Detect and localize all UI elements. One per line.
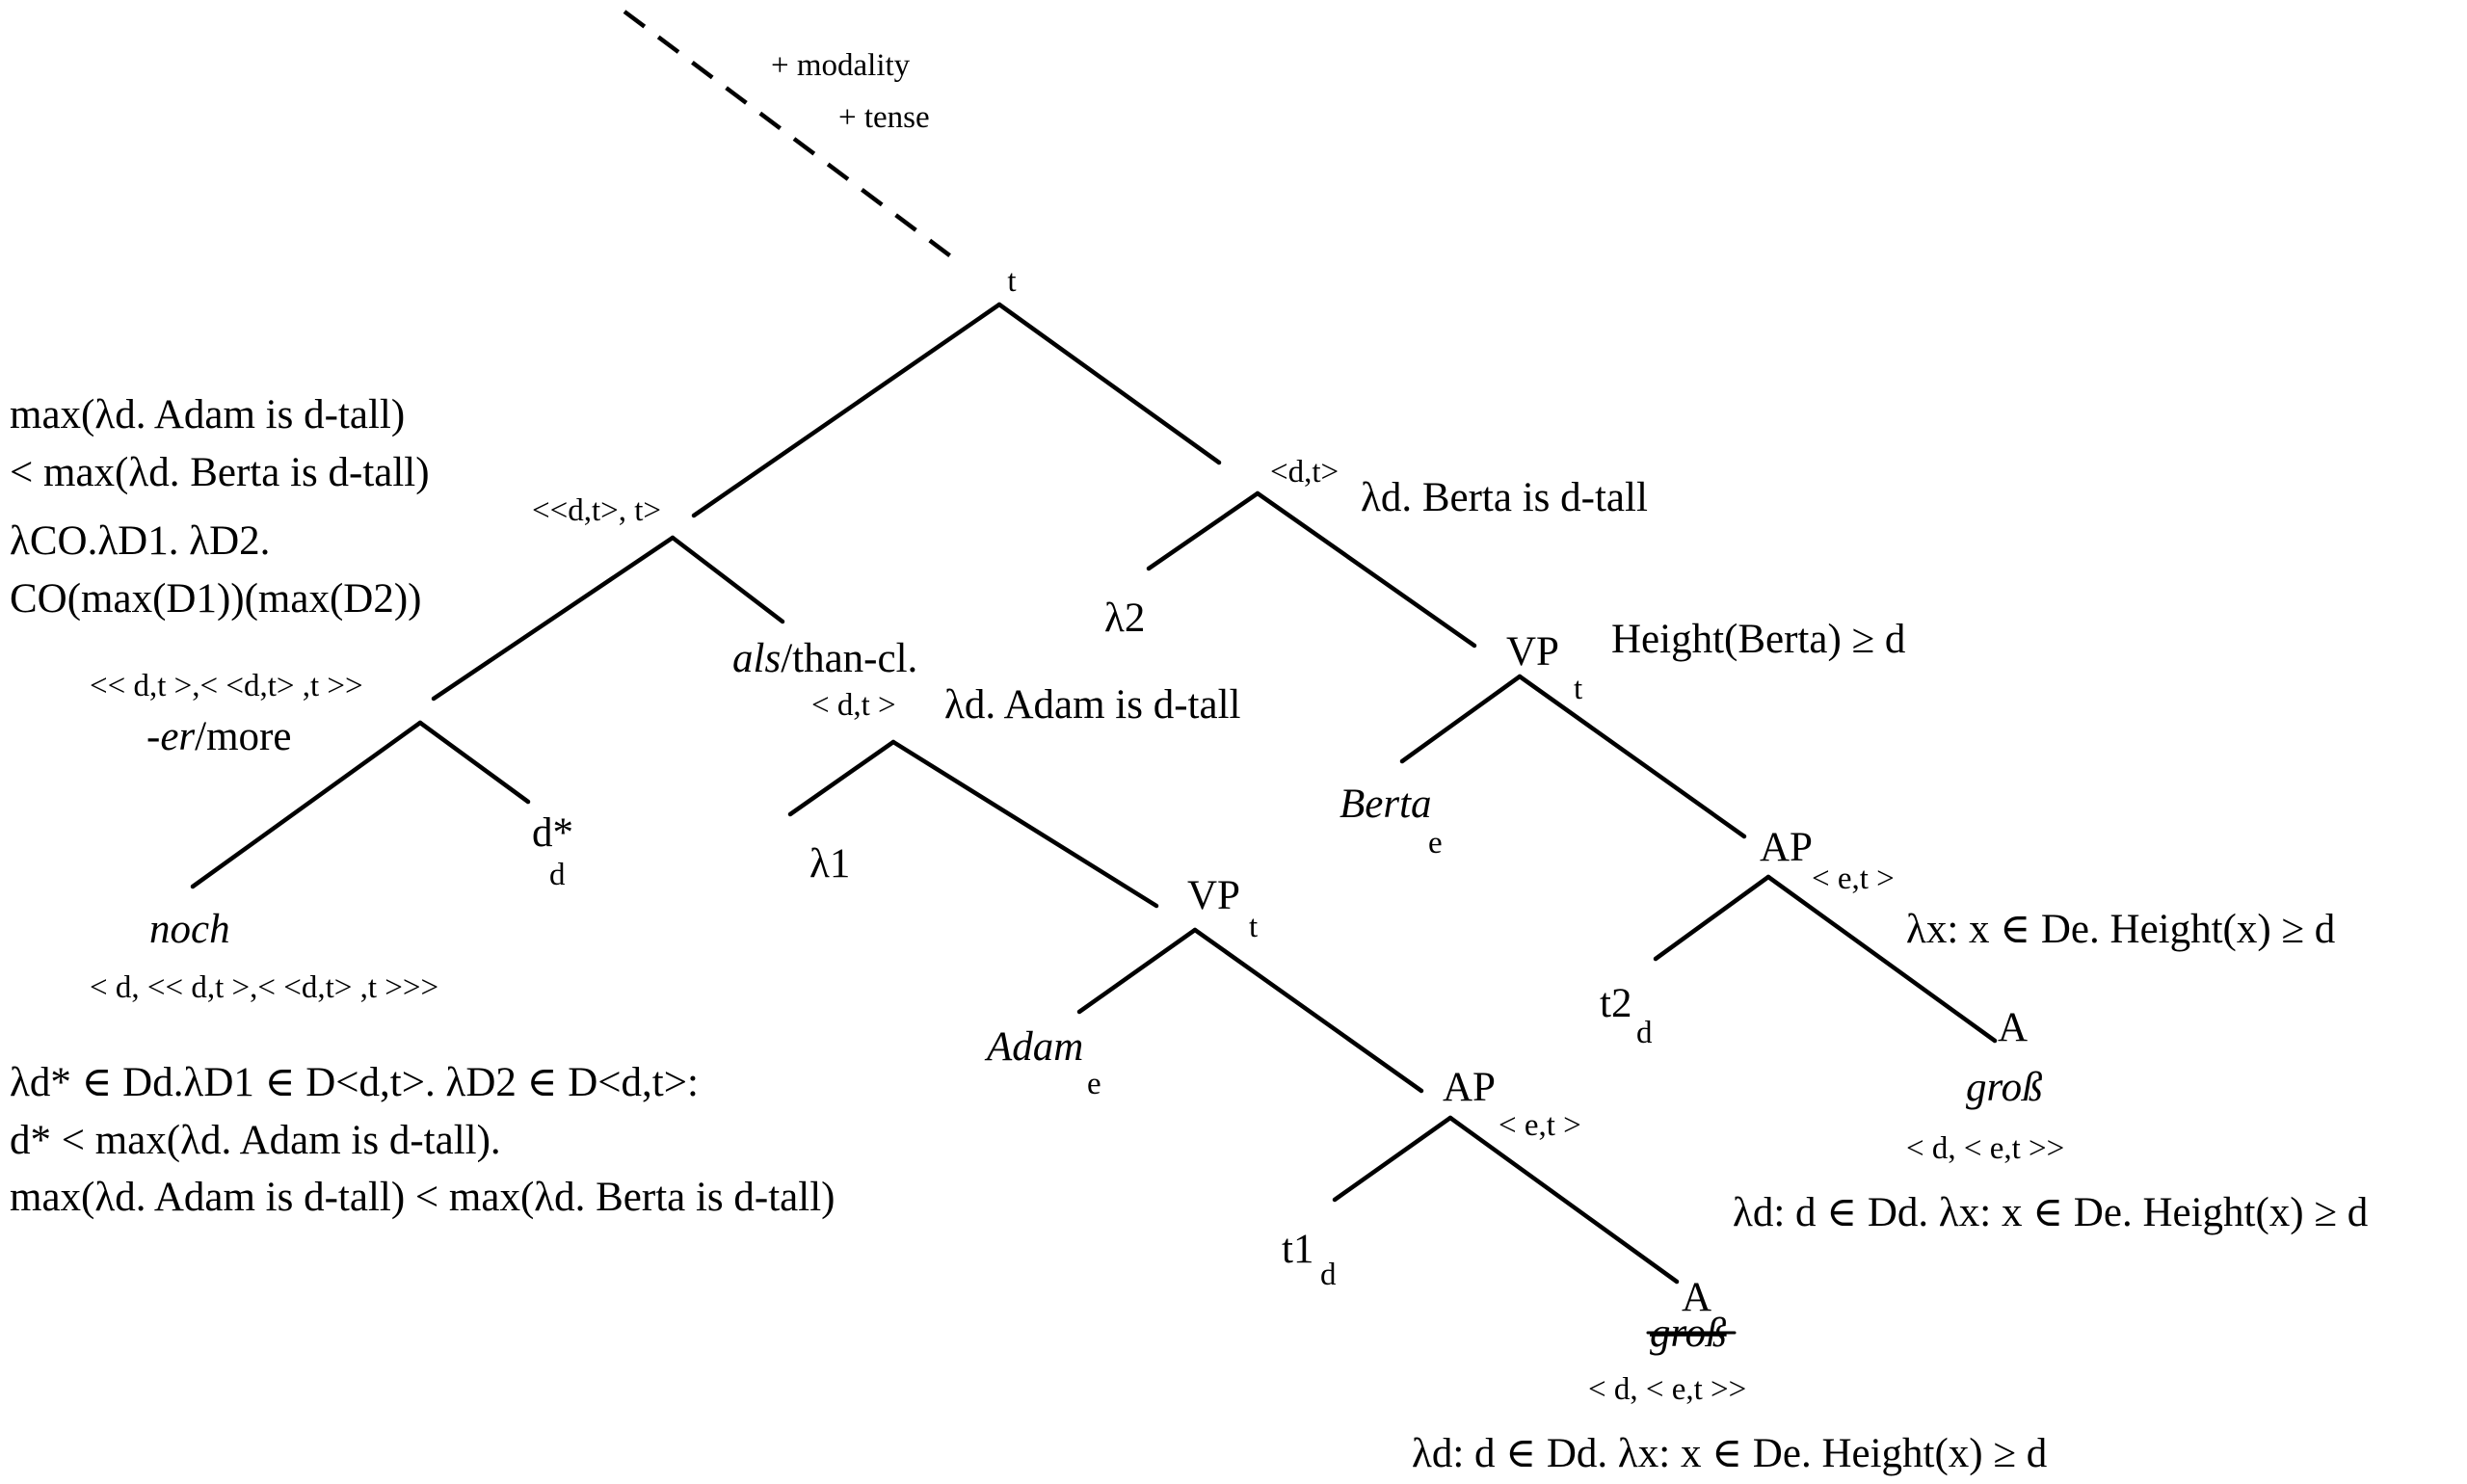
t2-subscript: d bbox=[1636, 1016, 1653, 1050]
right-type-label: <d,t> bbox=[1270, 455, 1339, 490]
edge-dashed-above-root bbox=[623, 10, 966, 268]
comparative-label: -er/more bbox=[146, 714, 291, 759]
than-clause-meaning: λd. Adam is d-tall bbox=[944, 682, 1241, 728]
edge-ap-berta-a bbox=[1765, 874, 1998, 1044]
noch-type-label: < d, << d,t >,< <d,t> ,t >>> bbox=[90, 970, 438, 1005]
ap-adam-type-label: < e,t > bbox=[1499, 1108, 1581, 1143]
left-type-label: <<d,t>, t> bbox=[532, 493, 661, 528]
note-tense: + tense bbox=[838, 100, 930, 135]
edge-than-vp-adam bbox=[890, 739, 1159, 909]
left-meaning-line1: max(λd. Adam is d-tall) bbox=[10, 392, 405, 437]
t1-subscript: d bbox=[1320, 1258, 1337, 1292]
root-type-label: t bbox=[1007, 264, 1016, 299]
than-clause-label-italic: als bbox=[732, 636, 781, 681]
t1-label: t1 bbox=[1282, 1227, 1313, 1272]
vp-adam-subscript: t bbox=[1249, 910, 1258, 944]
ap-adam-label: AP bbox=[1443, 1065, 1496, 1110]
ap-berta-label: AP bbox=[1760, 825, 1813, 870]
noch-label: noch bbox=[149, 907, 230, 952]
than-clause-label: als/than-cl. bbox=[732, 636, 917, 681]
t2-label: t2 bbox=[1600, 981, 1631, 1026]
a-berta-word: groß bbox=[1966, 1065, 2043, 1110]
lambda2-label: λ2 bbox=[1104, 596, 1145, 641]
noch-meaning-line2: d* < max(λd. Adam is d-tall). bbox=[10, 1118, 501, 1163]
a-adam-meaning: λd: d ∈ Dd. λx: x ∈ De. Height(x) ≥ d bbox=[1412, 1431, 2047, 1476]
adam-label: Adam bbox=[984, 1024, 1083, 1070]
vp-berta-label: VP bbox=[1506, 629, 1559, 675]
berta-label: Berta bbox=[1340, 782, 1432, 827]
edge-ap-berta-t2 bbox=[1653, 874, 1771, 962]
edge-comparative-dstar bbox=[417, 720, 531, 805]
edge-vp-berta-berta bbox=[1399, 674, 1523, 764]
comparative-type-label: << d,t >,< <d,t> ,t >> bbox=[90, 669, 363, 703]
a-berta-label: A bbox=[1998, 1005, 2028, 1050]
right-meaning: λd. Berta is d-tall bbox=[1361, 475, 1648, 520]
edge-root-right bbox=[996, 302, 1222, 465]
than-clause-type-label: < d,t > bbox=[811, 688, 896, 723]
ap-berta-meaning: λx: x ∈ De. Height(x) ≥ d bbox=[1906, 907, 2335, 952]
edge-ap-adam-t1 bbox=[1332, 1115, 1453, 1203]
edge-root-left bbox=[691, 302, 1002, 518]
edge-right-vp-berta bbox=[1255, 490, 1477, 649]
lambda1-label: λ1 bbox=[809, 841, 850, 887]
a-berta-meaning: λd: d ∈ Dd. λx: x ∈ De. Height(x) ≥ d bbox=[1733, 1190, 2368, 1235]
than-clause-label-rest: /than-cl. bbox=[781, 636, 917, 681]
edge-comparative-noch bbox=[190, 720, 423, 889]
comparative-label-italic: -er bbox=[146, 714, 195, 759]
vp-adam-label: VP bbox=[1187, 873, 1240, 918]
vp-berta-subscript: t bbox=[1574, 672, 1582, 706]
a-adam-type-label: < d, < e,t >> bbox=[1588, 1372, 1746, 1407]
edge-left-thanclause bbox=[670, 535, 785, 624]
left-function-line1: λCO.λD1. λD2. bbox=[10, 518, 270, 564]
berta-subscript: e bbox=[1428, 826, 1443, 861]
a-adam-label: A bbox=[1682, 1275, 1711, 1320]
vp-berta-meaning: Height(Berta) ≥ d bbox=[1611, 617, 1905, 662]
edge-right-lambda2 bbox=[1146, 490, 1260, 571]
edge-vp-adam-ap bbox=[1192, 927, 1424, 1094]
a-berta-type-label: < d, < e,t >> bbox=[1906, 1131, 2064, 1166]
edge-ap-adam-a bbox=[1447, 1115, 1680, 1285]
edge-vp-berta-ap bbox=[1517, 674, 1747, 839]
noch-meaning-line1: λd* ∈ Dd.λD1 ∈ D<d,t>. λD2 ∈ D<d,t>: bbox=[10, 1060, 699, 1105]
left-meaning-line2: < max(λd. Berta is d-tall) bbox=[10, 450, 430, 495]
ap-berta-type-label: < e,t > bbox=[1812, 861, 1895, 896]
noch-meaning-line3: max(λd. Adam is d-tall) < max(λd. Berta … bbox=[10, 1175, 835, 1220]
note-modality: + modality bbox=[771, 48, 911, 83]
edge-than-lambda1 bbox=[787, 739, 896, 817]
edge-left-comparative bbox=[431, 535, 676, 702]
tree-edges bbox=[190, 10, 1998, 1285]
dstar-label: d* bbox=[532, 810, 573, 856]
left-function-line2: CO(max(D1))(max(D2)) bbox=[10, 576, 421, 622]
dstar-subscript: d bbox=[549, 858, 566, 892]
adam-subscript: e bbox=[1087, 1067, 1101, 1101]
edge-vp-adam-adam bbox=[1076, 927, 1198, 1015]
comparative-label-rest: /more bbox=[195, 714, 291, 759]
